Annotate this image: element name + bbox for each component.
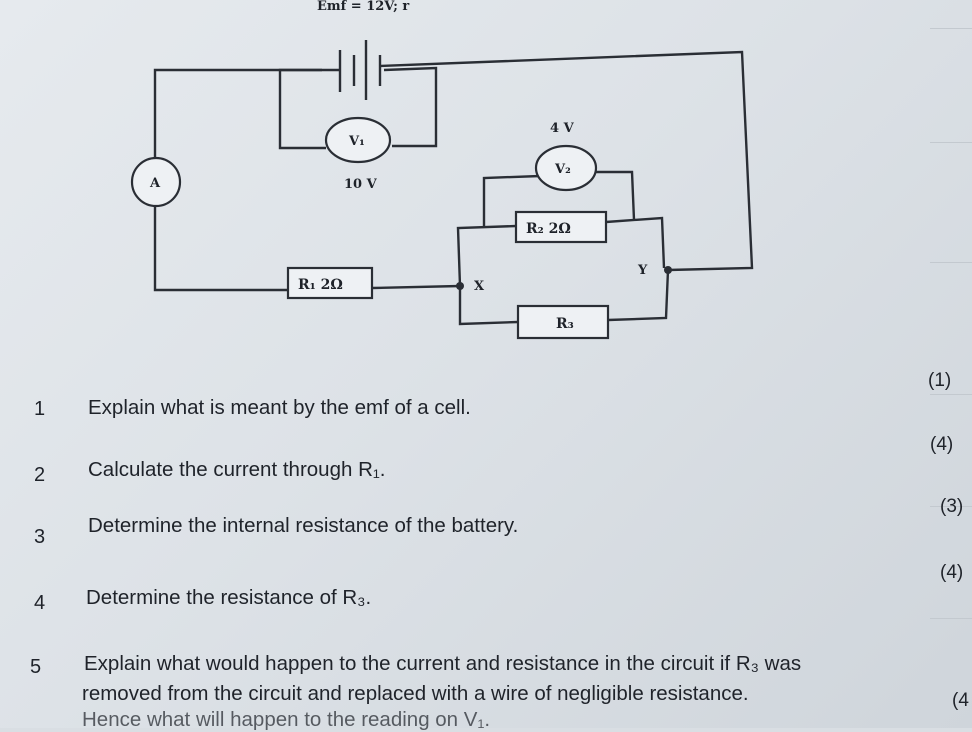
margin-rule	[930, 142, 972, 143]
margin-rule	[930, 28, 972, 29]
question-2-text: Calculate the current through R₁.	[88, 458, 386, 481]
v1-reading: 10 V	[344, 177, 378, 192]
resistor-r1	[286, 266, 374, 300]
question-4-text: Determine the resistance of R₃.	[86, 586, 372, 609]
resistor-r3	[516, 304, 610, 340]
question-5-marks: (4	[952, 690, 969, 711]
wire-y-upper	[605, 216, 666, 269]
question-1-marks: (1)	[928, 370, 952, 391]
wire-left-bottom	[153, 204, 288, 292]
v2-reading: 4 V	[550, 121, 575, 136]
v1-label: V₁	[348, 134, 365, 149]
question-1-number: 1	[34, 398, 46, 420]
question-4-marks: (4)	[940, 562, 964, 583]
battery	[338, 40, 382, 100]
v2-label: V₂	[554, 162, 571, 177]
question-5-text-line1: Explain what would happen to the current…	[84, 652, 802, 675]
r2-label: R₂ 2Ω	[526, 221, 571, 237]
wire-top-right	[379, 50, 754, 272]
r3-label: R₃	[556, 316, 574, 332]
wire-y-lower	[607, 269, 670, 322]
wire-r1-to-x	[371, 284, 461, 290]
r1-label: R₁ 2Ω	[298, 277, 343, 293]
wire-v2-left	[482, 174, 541, 226]
question-3-marks: (3)	[940, 496, 964, 517]
voltmeter-v1	[324, 116, 392, 164]
voltmeter-v2	[534, 144, 598, 192]
wire-v2-right	[596, 170, 636, 221]
wire-v1-right	[383, 66, 438, 148]
wire-v1-left	[278, 68, 326, 150]
question-3-text: Determine the internal resistance of the…	[88, 514, 519, 537]
margin-rule	[930, 506, 972, 507]
ammeter-label: A	[149, 176, 161, 191]
question-2-marks: (4)	[930, 434, 954, 455]
question-3-number: 3	[34, 526, 46, 548]
node-x	[456, 282, 464, 290]
node-y	[664, 266, 672, 274]
question-4-number: 4	[34, 592, 46, 614]
resistor-r2	[514, 210, 608, 244]
question-5-text-line3: Hence what will happen to the reading on…	[82, 708, 491, 731]
node-x-label: X	[474, 279, 485, 294]
question-5-text-line2: removed from the circuit and replaced wi…	[82, 682, 749, 705]
emf-label: Emf = 12V; r	[317, 0, 409, 14]
margin-rule	[930, 618, 972, 619]
wire-x-upper	[456, 224, 517, 287]
node-y-label: Y	[637, 263, 648, 278]
wire-top-left	[153, 68, 340, 160]
question-5-number: 5	[30, 656, 42, 678]
question-2-number: 2	[34, 464, 46, 486]
circuit-diagram: Emf = 12V; r V₁ 10 V A R₁ 2Ω R₂ 2Ω V₂ 4 …	[130, 0, 754, 340]
wire-x-lower	[458, 286, 519, 326]
question-1-text: Explain what is meant by the emf of a ce…	[88, 396, 471, 419]
margin-rule	[930, 262, 972, 263]
ammeter	[130, 156, 182, 208]
margin-rule	[930, 394, 972, 395]
